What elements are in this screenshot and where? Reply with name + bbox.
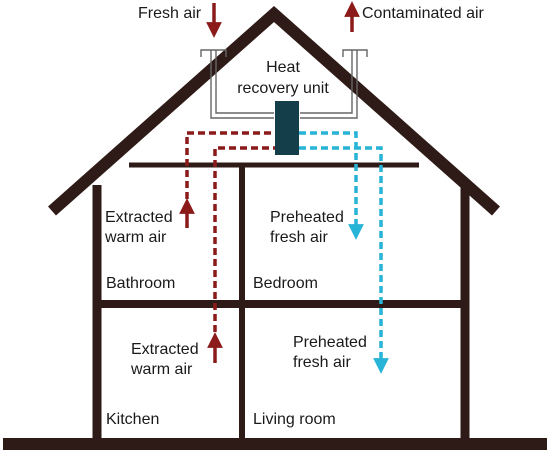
fresh-air-label: Fresh air <box>138 5 202 22</box>
fresh-air-duct-inner <box>215 50 274 114</box>
kitchen-flow-label-line1: Extracted <box>131 341 199 358</box>
hru-label-line1: Heat <box>266 59 300 76</box>
bedroom-flow-label-line2: fresh air <box>270 229 328 246</box>
roof <box>48 5 500 216</box>
roof-ducts <box>200 49 368 119</box>
bedroom-room-label: Bedroom <box>253 275 318 292</box>
exhaust-vent-cap <box>342 49 368 57</box>
bathroom-extract-duct <box>185 131 275 199</box>
bedroom-supply-duct <box>299 131 364 240</box>
diagram-labels: Fresh air Contaminated air Heat recovery… <box>104 5 485 428</box>
bathroom-flow-label-line2: warm air <box>104 229 167 246</box>
supply-ducts <box>299 131 389 374</box>
contaminated-air-label: Contaminated air <box>362 5 485 22</box>
kitchen-room-label: Kitchen <box>106 411 159 428</box>
heat-recovery-unit <box>275 101 299 155</box>
bathroom-flow-label-line1: Extracted <box>105 209 173 226</box>
house-structure <box>3 5 547 450</box>
living-room-supply-duct <box>299 146 389 374</box>
fresh-air-duct <box>210 50 274 119</box>
hru-label-line2: recovery unit <box>237 80 329 97</box>
living-flow-label-line1: Preheated <box>293 334 367 351</box>
exhaust-duct-inner <box>300 50 353 114</box>
kitchen-flow-label-line2: warm air <box>130 361 193 378</box>
kitchen-extract-duct <box>213 146 275 332</box>
fresh-air-vent-cap <box>200 49 227 57</box>
bedroom-flow-label-line1: Preheated <box>270 209 344 226</box>
living-room-label: Living room <box>253 411 336 428</box>
bathroom-room-label: Bathroom <box>106 275 175 292</box>
exhaust-duct <box>300 50 358 119</box>
extract-ducts <box>185 131 275 332</box>
living-flow-label-line2: fresh air <box>293 354 351 371</box>
